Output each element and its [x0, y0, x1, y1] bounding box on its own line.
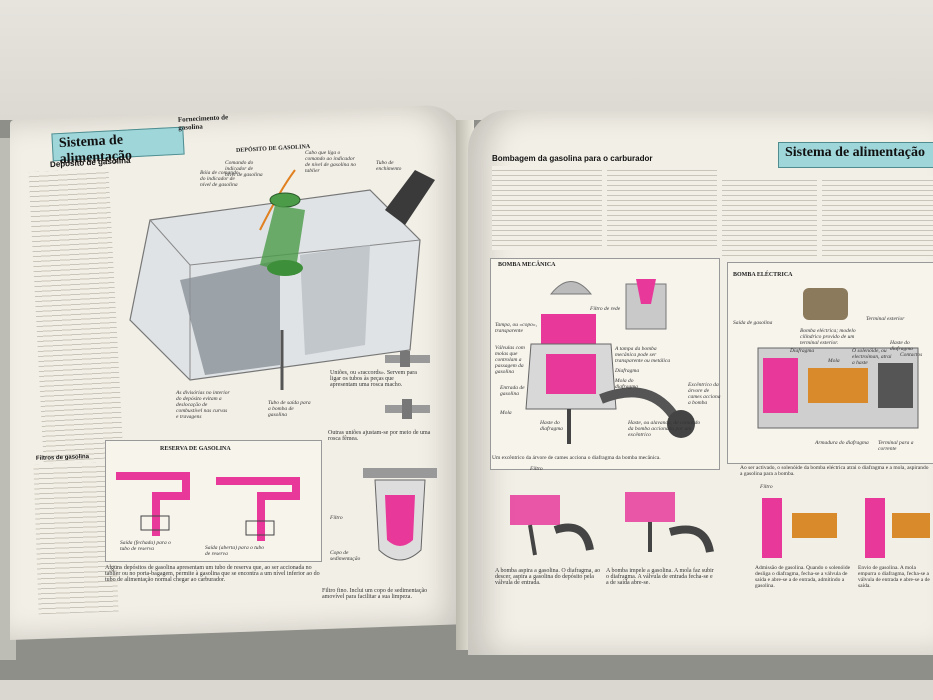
label-diafragma: Diafragma — [615, 368, 640, 374]
send-caption: Envio de gasolina. A mola empurra o diaf… — [858, 565, 930, 589]
admission-illustration — [762, 498, 837, 558]
send-illustration — [865, 498, 930, 558]
suction-illustration — [510, 495, 594, 556]
electric-pump-title: BOMBA ELÉCTRICA — [733, 272, 793, 278]
label-diafragma-e: Diafragma — [790, 348, 815, 354]
reserve-diagram — [105, 440, 322, 562]
label-tampa-bomba: A tampa da bomba mecânica pode ser trans… — [615, 346, 671, 364]
label-terminal-corrente: Terminal para a corrente — [878, 440, 914, 452]
label-mola-diafragma: Mola do diafragma — [615, 378, 638, 390]
label-comando: Comando do indicador de nível de gasolin… — [225, 160, 263, 178]
label-entrada: Entrada de gasolina — [500, 385, 525, 397]
label-excentrico: Excêntrico da árvore de cames acciona a … — [688, 382, 721, 406]
right-body-text-2 — [607, 166, 717, 250]
fine-filter-illustration — [363, 468, 437, 561]
label-armadura: Armadura do diafragma — [815, 440, 869, 446]
label-boia: Bóia de comando do indicador de nível de… — [200, 170, 239, 188]
electric-pump-diagram — [727, 262, 933, 464]
label-mola-e: Mola — [828, 358, 840, 364]
label-tubo-enchimento: Tubo de enchimento — [376, 160, 402, 172]
right-body-text-1 — [492, 166, 602, 250]
label-haste-diafragma: Haste do diafragma — [890, 340, 913, 352]
excentric-caption: Um excêntrico da árvore de cames acciona… — [492, 455, 661, 461]
electric-pump-illustration — [757, 288, 919, 429]
other-unions-caption: Outras uniões ajustam-se por meio de uma… — [328, 430, 431, 442]
unions-illustration — [385, 351, 430, 419]
label-haste: Haste do diafragma — [540, 420, 563, 432]
label-saida-gasolina: Saída de gasolina — [733, 320, 773, 326]
label-filtro-suction: Filtro — [530, 466, 543, 472]
suction-caption: A bomba aspira a gasolina. O diafragma, … — [495, 568, 601, 586]
electric-note: Ao ser activado, o solenóide da bomba el… — [740, 465, 929, 477]
label-bomba-eletrica-nota: Bomba eléctrica; modelo cilíndrico provi… — [800, 328, 856, 346]
label-saida-fechada: Saída (fechada) para o tubo de reserva — [120, 540, 171, 552]
mechanical-pump-diagram — [490, 258, 720, 470]
fine-filter-caption: Filtro fino. Inclui um copo de sedimenta… — [322, 588, 428, 600]
right-body-text-4 — [822, 176, 933, 256]
right-page-header: Sistema de alimentação — [778, 142, 933, 168]
mechanical-pump-title: BOMBA MECÂNICA — [498, 262, 556, 268]
reserve-illustration — [116, 472, 300, 541]
reserve-title: RESERVA DE GASOLINA — [160, 446, 231, 452]
label-mola: Mola — [500, 410, 512, 416]
label-filtro-rede: Filtro de rede — [590, 306, 621, 312]
fuel-tank-illustration — [129, 169, 435, 390]
reserve-caption: Alguns depósitos de gasolina apresentam … — [105, 565, 320, 583]
label-filtro: Filtro — [330, 515, 343, 521]
label-valvulas: Válvulas com molas que controlam a passa… — [495, 345, 525, 375]
right-title: Bombagem da gasolina para o carburador — [492, 154, 653, 163]
label-cabo: Cabo que liga o comando ao indicador de … — [305, 150, 357, 174]
label-filtro-e: Filtro — [760, 484, 773, 490]
label-terminal-exterior: Terminal exterior — [866, 316, 905, 322]
unions-caption: Uniões, ou «raccords». Servem para ligar… — [330, 370, 417, 388]
admission-caption: Admissão de gasolina. Quando o solenóide… — [755, 565, 851, 589]
label-solenoide: O solenóide, ou electroíman, atrai a has… — [852, 348, 892, 366]
impel-illustration — [625, 492, 714, 553]
label-haste-alavanca: Haste, ou alavanca, de comando da bomba … — [628, 420, 701, 438]
label-copo: Copo de sedimentação — [330, 550, 361, 562]
label-tubo-saida: Tubo de saída para a bomba de gasolina — [268, 400, 311, 418]
right-body-text-3 — [722, 176, 817, 256]
mechanical-pump-illustration — [525, 279, 695, 444]
impel-caption: A bomba impele a gasolina. A mola faz su… — [606, 568, 714, 586]
label-saida-aberta: Saída (aberta) para o tubo de reserva — [205, 545, 264, 557]
label-tampa: Tampa, ou «copo», transparente — [495, 322, 537, 334]
label-divisorias: As divisórias no interior do depósito ev… — [176, 390, 230, 420]
label-contactos: Contactos — [900, 352, 923, 358]
